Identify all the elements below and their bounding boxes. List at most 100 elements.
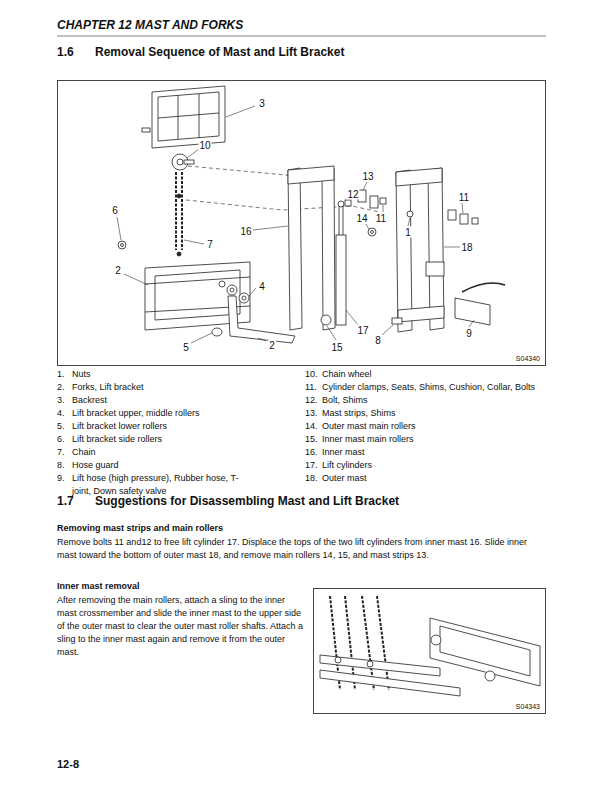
cylinder-clamps [380,198,386,204]
backrest [142,128,150,132]
chain [176,172,182,256]
header-rule [57,35,546,37]
legend-number: 8. [57,459,65,472]
legend-number: 15. [305,433,318,446]
chapter-header: CHAPTER 12 MAST AND FORKS [57,18,243,32]
subheading: Removing mast strips and main rollers [57,522,223,535]
legend-text: Outer mast main rollers [322,420,416,433]
mast-strips [368,228,376,236]
legend-text: Chain [72,446,96,459]
leader-line [346,310,358,325]
mast-strips [345,200,351,206]
legend-text: Inner mast main rollers [322,433,414,446]
callout-number: 7 [206,239,214,250]
backrest [178,95,179,139]
callout-number: 11 [458,192,470,203]
fork [228,296,295,343]
lift-hose [392,283,505,325]
inner-mast [321,315,331,325]
legend-text: Lift cylinders [322,459,372,472]
legend-text: Lift bracket upper, middle rollers [72,407,200,420]
inner-mast [288,166,334,184]
leader-line [249,288,256,296]
cylinder-clamps [448,210,456,220]
callout-number: 16 [239,226,252,237]
leader-line [383,205,384,212]
legend-number: 13. [305,407,318,420]
chain [175,172,177,250]
lift-cylinder [336,201,346,325]
inner-mast [322,168,335,330]
header-rule [57,36,546,37]
side-roller [118,241,126,249]
lift-bracket-rollers [230,288,234,292]
cylinder-clamps [472,218,478,224]
inner-mast-removal-sketch [440,626,530,676]
outer-mast [396,168,442,186]
chain-wheel [172,154,194,170]
callout-number: 12 [346,189,359,200]
callout-number: 14 [355,213,368,224]
lift-bracket-rollers [239,293,249,303]
outer-mast [426,262,444,276]
lift-bracket [145,277,250,284]
side-roller [118,241,126,249]
backrest [152,86,225,148]
cylinder-clamps [460,214,468,224]
section-heading: Removal Sequence of Mast and Lift Bracke… [95,45,344,60]
chain-wheel [177,159,183,165]
legend-number: 4. [57,407,65,420]
callout-number: 2 [114,265,122,276]
outer-mast [396,168,444,332]
callout-number: 18 [460,242,473,253]
chain [177,252,181,256]
legend-number: 6. [57,433,65,446]
legend-number: 5. [57,420,65,433]
callout-number: 10 [198,140,211,151]
backrest [199,94,200,138]
leader-line [187,149,199,158]
legend-text: Chain wheel [322,368,372,381]
section-heading: 1.6 [57,45,74,60]
figure-code: S04340 [516,355,540,362]
leader-line [444,247,460,248]
leader-line [191,333,212,343]
legend-number: 7. [57,446,65,459]
lift-bracket [155,270,240,320]
leader-line [124,274,148,285]
legend-text: Bolt, Shims [322,394,368,407]
callout-number: 17 [356,325,369,336]
chain-wheel [184,160,194,164]
lift-bracket-rollers [227,285,237,295]
outer-mast [428,168,444,330]
inner-mast-removal-sketch [320,596,540,696]
callout-number: 4 [258,281,266,292]
callout-number: 3 [258,98,266,109]
legend-number: 3. [57,394,65,407]
legend-number: 17. [305,459,318,472]
subheading: Inner mast removal [57,580,140,593]
callout-number: 2 [268,340,276,351]
legend-text: Hose guard [72,459,119,472]
callout-number: 13 [361,171,374,182]
inner-mast-removal-sketch [377,596,389,690]
legend-text: Lift bracket side rollers [72,433,162,446]
page-number: 12-8 [57,758,79,771]
fork [212,328,222,336]
callout-number: 11 [375,213,387,224]
legend-number: 10. [305,368,318,381]
legend-number: 11. [305,381,317,394]
inner-mast [288,166,335,330]
leader-line [117,217,121,240]
lift-bracket-rollers [219,281,225,287]
callout-number: 6 [111,205,119,216]
legend-text: Outer mast [322,472,367,485]
callout-number: 15 [330,342,343,353]
body-text: After removing the main rollers, attach … [57,594,305,659]
leader-line [184,240,204,244]
outer-mast [398,306,444,322]
body-text: Remove bolts 11 and12 to free lift cylin… [57,536,546,562]
legend-number: 14. [305,420,318,433]
figure-frame: S04343 [313,588,546,714]
